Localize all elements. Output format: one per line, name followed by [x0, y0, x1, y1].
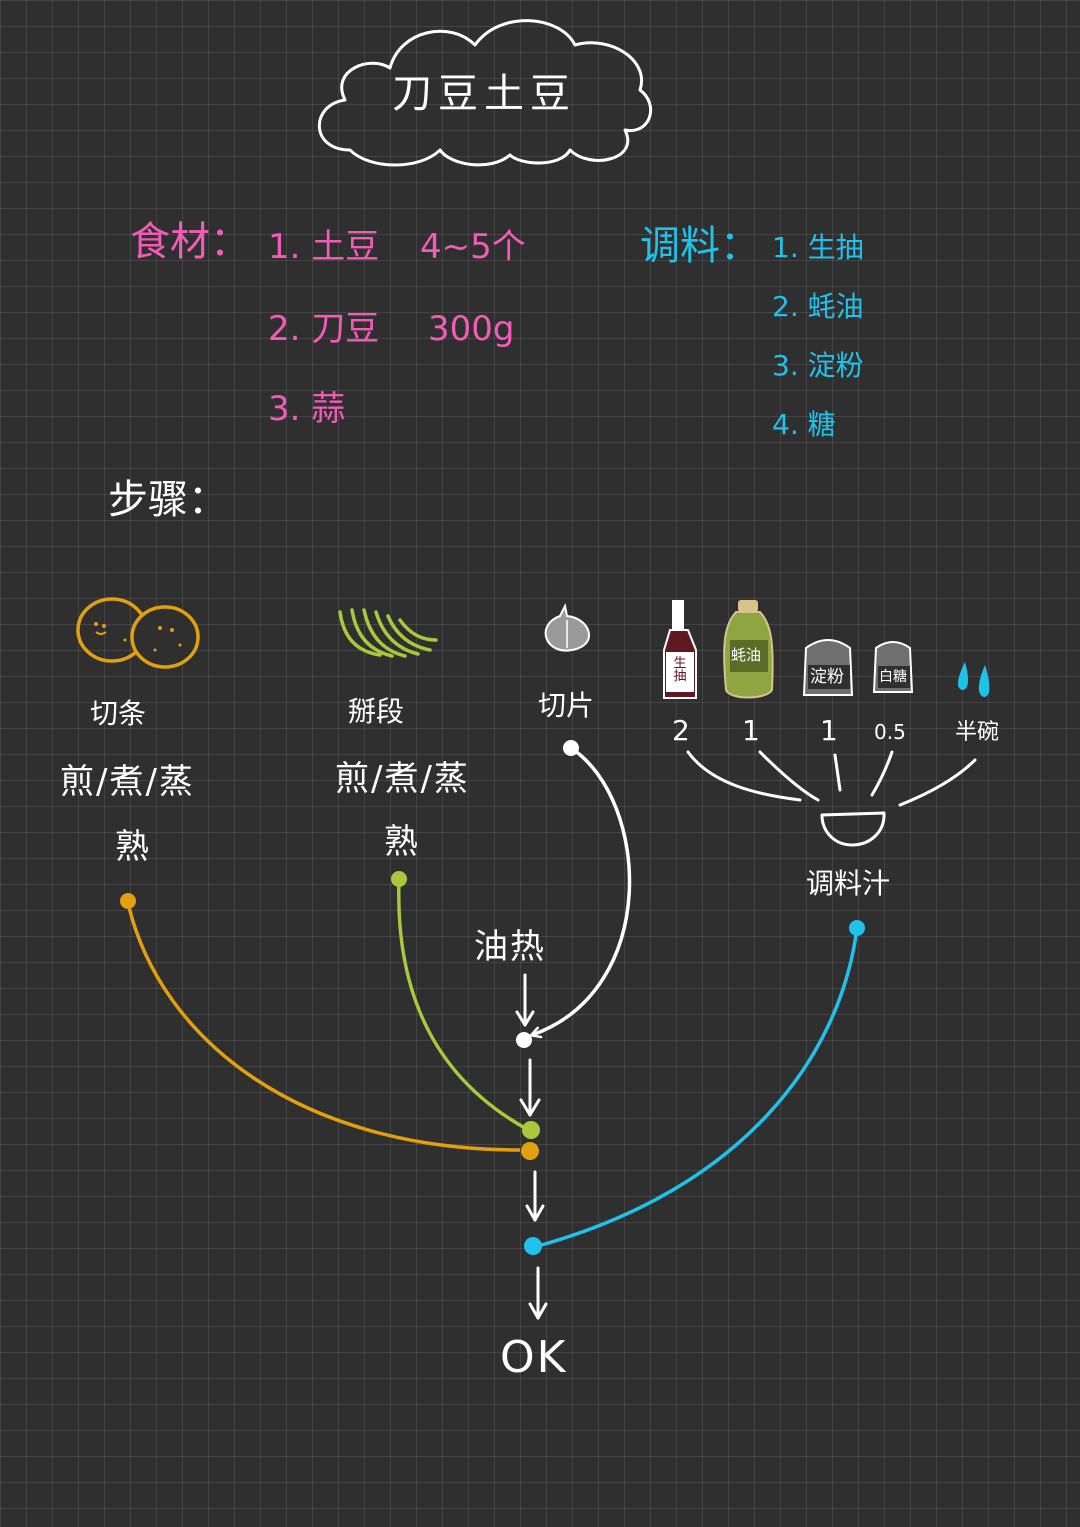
ratio-soy: 2 — [672, 714, 690, 747]
sauce-start-dot — [849, 920, 865, 936]
arrow-down-icon — [515, 973, 548, 1320]
sauce-flow-curve — [537, 927, 859, 1248]
bean-cook-done: 熟 — [384, 822, 420, 862]
bean-cook-label: 煎/煮/蒸 — [335, 759, 470, 799]
cloud-icon — [317, 19, 653, 167]
garlic-icon — [544, 602, 590, 652]
potato-cook-label: 煎/煮/蒸 — [60, 762, 195, 802]
bean-icon — [338, 608, 438, 658]
ratio-sugar: 0.5 — [874, 720, 906, 744]
seasonings-label: 调料： — [640, 223, 760, 269]
potato-cut-label: 切条 — [90, 697, 147, 730]
sauce-name-label: 调料汁 — [806, 867, 891, 900]
bean-cut-label: 掰段 — [348, 695, 405, 728]
water-drop-icon — [958, 662, 990, 697]
bowl-icon — [820, 811, 886, 847]
garlic-flow-curve — [532, 746, 632, 1035]
garlic-cut-label: 切片 — [538, 689, 595, 722]
ratio-water: 半碗 — [955, 720, 1000, 745]
potato-start-dot — [120, 893, 136, 909]
seasoning-item: 2. 蚝油 — [772, 290, 864, 323]
starch-label: 淀粉 — [810, 667, 844, 687]
done-label: OK — [500, 1332, 568, 1383]
ratio-connector-lines — [686, 750, 977, 807]
seasoning-item: 1. 生抽 — [772, 231, 864, 264]
potato-cook-done: 熟 — [115, 827, 151, 867]
oil-junction-dot — [516, 1032, 532, 1048]
ingredient-item: 3. 蒜 — [268, 389, 346, 429]
ingredient-amount: 300g — [428, 309, 515, 349]
bean-start-dot — [391, 871, 407, 887]
oil-hot-label: 油热 — [474, 927, 546, 967]
soy-sauce-label: 生抽 — [673, 656, 687, 684]
ingredients-label: 食材： — [130, 219, 250, 265]
page-title: 刀豆土豆 — [392, 71, 576, 117]
oyster-sauce-label: 蚝油 — [731, 646, 762, 664]
potato-junction-dot — [521, 1142, 539, 1160]
bean-junction-dot — [522, 1121, 540, 1139]
bean-flow-curve — [397, 879, 526, 1130]
oyster-sauce-bottle-icon — [723, 600, 774, 699]
ratio-starch: 1 — [820, 714, 838, 747]
potato-flow-curve — [126, 902, 521, 1152]
seasoning-item: 3. 淀粉 — [772, 349, 864, 382]
soy-sauce-bottle-icon — [663, 600, 697, 699]
potato-icon — [76, 597, 200, 669]
seasoning-item: 4. 糖 — [772, 408, 836, 441]
garlic-start-dot — [563, 740, 579, 756]
ingredient-item: 1. 土豆 — [268, 227, 380, 267]
sugar-label: 白糖 — [879, 669, 907, 685]
ingredient-amount: 4~5个 — [420, 227, 526, 267]
sauce-junction-dot — [524, 1237, 542, 1255]
ratio-oyster: 1 — [742, 714, 760, 747]
ingredient-item: 2. 刀豆 — [268, 309, 380, 349]
sugar-bag-icon — [872, 641, 914, 693]
steps-label: 步骤： — [108, 477, 228, 523]
starch-bag-icon — [802, 639, 854, 696]
